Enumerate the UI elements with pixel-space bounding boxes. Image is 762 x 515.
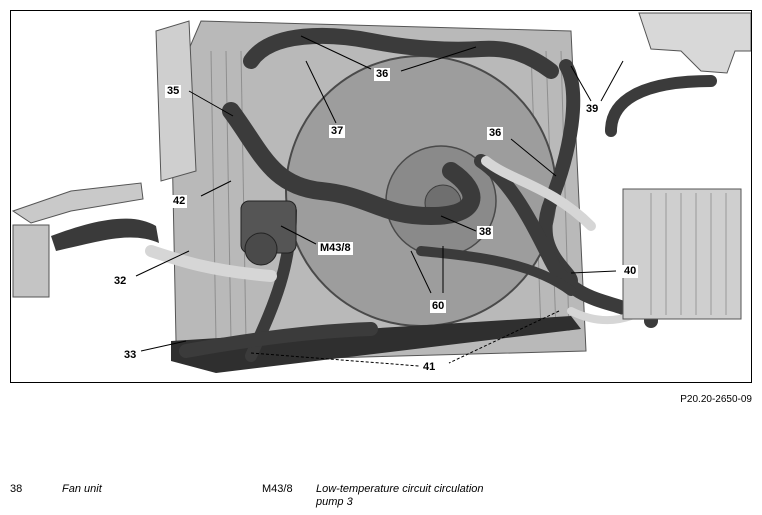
lower-left-hose — [51, 218, 159, 251]
cooler-fins — [650, 193, 727, 315]
callout-40: 40 — [622, 265, 639, 278]
left-pump-housing — [12, 224, 50, 298]
component-illustration: 35 36 36 37 39 42 38 M43/8 32 60 40 33 4… — [10, 10, 752, 383]
callout-37: 37 — [329, 125, 346, 138]
callout-m43-8: M43/8 — [318, 242, 353, 255]
coolant-reservoir — [638, 12, 751, 74]
callout-36-top: 36 — [374, 68, 391, 81]
legend-description-fan-unit: Fan unit — [62, 483, 102, 495]
legend-description-pump: Low-temperature circuit circulation pump… — [316, 483, 484, 508]
callout-38: 38 — [477, 226, 494, 239]
legend-number-m43-8: M43/8 — [262, 483, 293, 495]
callout-39: 39 — [584, 103, 601, 116]
lower-bracket — [171, 316, 581, 373]
callout-36-right: 36 — [487, 127, 504, 140]
callout-35: 35 — [165, 85, 182, 98]
auxiliary-cooler — [622, 188, 742, 320]
legend-number-38: 38 — [10, 483, 23, 495]
callout-41: 41 — [421, 361, 438, 374]
leader-lines — [135, 35, 624, 367]
figure-reference-code: P20.20-2650-09 — [680, 394, 752, 405]
callout-32: 32 — [112, 275, 129, 288]
callout-60: 60 — [430, 300, 447, 313]
vertical-left-pipe — [155, 20, 197, 182]
callout-42: 42 — [171, 195, 188, 208]
engine-bay-drawing — [11, 12, 751, 373]
circulation-pump-motor — [244, 232, 278, 266]
left-hose-assembly — [11, 182, 144, 224]
callout-33: 33 — [122, 349, 139, 362]
